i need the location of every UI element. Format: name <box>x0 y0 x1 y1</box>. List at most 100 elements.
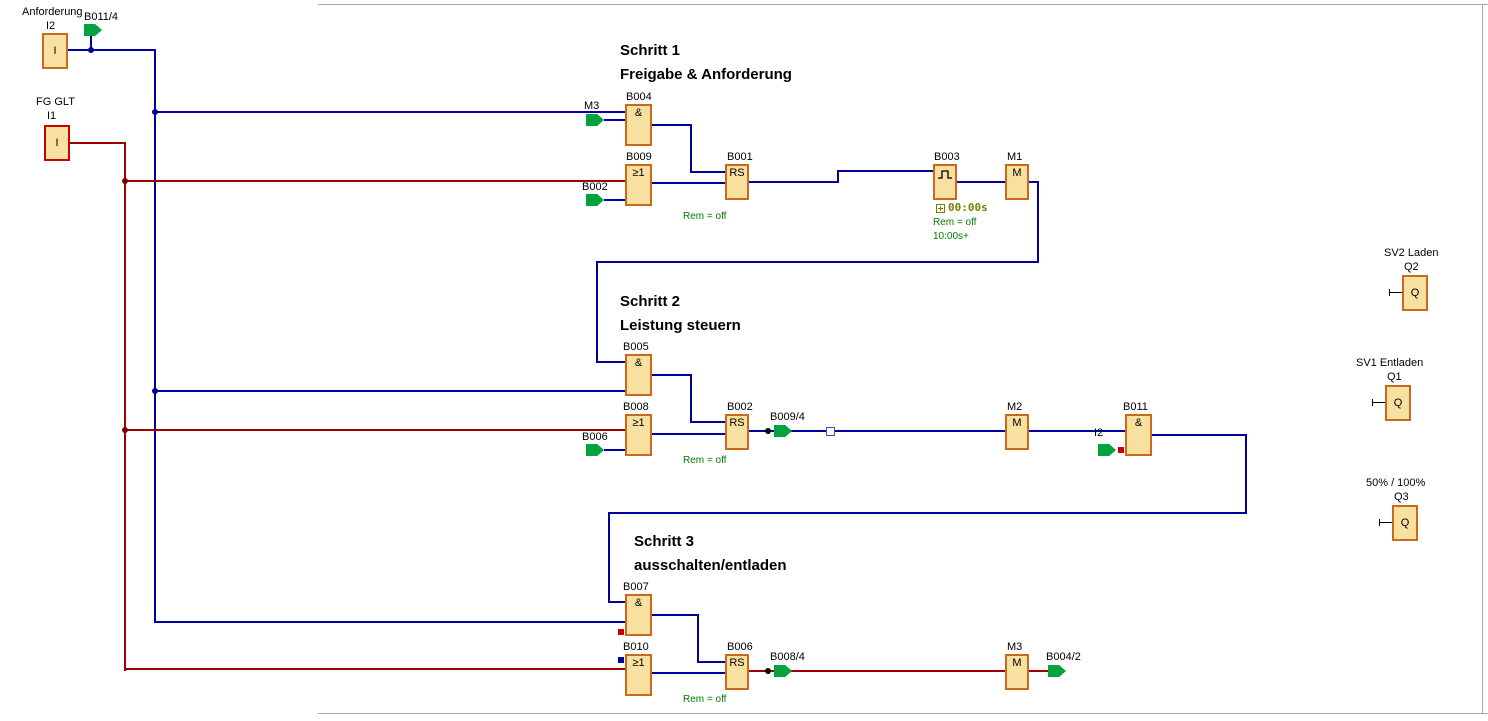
block-b006-rs[interactable]: RS <box>725 654 749 690</box>
block-b010-or[interactable]: ≥1 <box>625 654 652 696</box>
wire-b011-fb-5[interactable] <box>608 601 625 603</box>
block-b003-timer[interactable] <box>933 164 957 200</box>
wire-i1-bus[interactable] <box>124 142 126 671</box>
wire-b004-b001-2[interactable] <box>690 124 692 173</box>
block-b005-and[interactable]: & <box>625 354 652 396</box>
wire-b004-b001-1[interactable] <box>652 124 692 126</box>
rs-symbol: RS <box>729 167 745 179</box>
connector-arrow-i2[interactable] <box>1098 444 1116 456</box>
block-input-i2[interactable]: I <box>42 33 68 69</box>
wire-b001-b003-3[interactable] <box>837 170 933 172</box>
wire-b006-m3[interactable] <box>749 670 1005 672</box>
connector-label: B008/4 <box>770 651 805 663</box>
connector-label: M3 <box>584 100 600 112</box>
connector-arrow-m3[interactable] <box>586 114 604 126</box>
wire-conn-m3-stub[interactable] <box>604 119 625 121</box>
wire-m1-fb-1[interactable] <box>1029 181 1039 183</box>
block-b002-rs[interactable]: RS <box>725 414 749 450</box>
q2-pin-tick <box>1389 289 1390 296</box>
block-m3-flag[interactable]: M <box>1005 654 1029 690</box>
comment-subtitle-s1[interactable]: Freigabe & Anforderung <box>620 66 792 83</box>
wire-b007-b006-2[interactable] <box>697 614 699 663</box>
wire-i1-out[interactable] <box>70 142 126 144</box>
wire-b005-b002-3[interactable] <box>690 421 725 423</box>
junction-dot <box>122 427 128 433</box>
comment-subtitle-s3[interactable]: ausschalten/entladen <box>634 557 787 574</box>
block-output-q1[interactable]: Q <box>1385 385 1411 421</box>
wire-conn-b002-stub[interactable] <box>604 199 625 201</box>
connector-arrow-b006[interactable] <box>586 444 604 456</box>
wire-b004-b001-3[interactable] <box>690 171 725 173</box>
junction-dot <box>88 47 94 53</box>
block-b001-rs[interactable]: RS <box>725 164 749 200</box>
wire-b003-m1[interactable] <box>957 181 1005 183</box>
wire-b005-b002-2[interactable] <box>690 374 692 423</box>
wire-handle[interactable] <box>826 427 835 436</box>
block-b011-and[interactable]: & <box>1125 414 1152 456</box>
block-b008-or[interactable]: ≥1 <box>625 414 652 456</box>
wire-i2-to-b004[interactable] <box>154 111 625 113</box>
block-label: M3 <box>1007 641 1023 653</box>
wire-m1-fb-4[interactable] <box>596 261 598 363</box>
wire-m1-fb-2[interactable] <box>1037 181 1039 263</box>
wire-b001-b003-2[interactable] <box>837 170 839 183</box>
block-label: B002 <box>727 401 753 413</box>
block-b007-and[interactable]: & <box>625 594 652 636</box>
wire-m2-b011[interactable] <box>1029 430 1125 432</box>
output-name: SV2 Laden <box>1384 247 1439 259</box>
block-output-q3[interactable]: Q <box>1392 505 1418 541</box>
wire-conn-b006-stub[interactable] <box>604 449 625 451</box>
wire-m1-fb-3[interactable] <box>596 261 1039 263</box>
connector-label: I2 <box>1094 427 1104 439</box>
input-name: FG GLT <box>36 96 75 108</box>
connector-arrow-b004-2[interactable] <box>1048 665 1066 677</box>
page-boundary-top <box>318 4 1488 5</box>
block-output-q2[interactable]: Q <box>1402 275 1428 311</box>
wire-i1-to-b010[interactable] <box>124 668 625 670</box>
wire-b008-b002[interactable] <box>652 433 725 435</box>
block-b004-and[interactable]: & <box>625 104 652 146</box>
wire-i2-to-b007[interactable] <box>154 621 625 623</box>
block-label: B006 <box>727 641 753 653</box>
wire-m3-out[interactable] <box>1029 670 1048 672</box>
pin-marker-b011 <box>1118 447 1124 453</box>
wire-b011-fb-2[interactable] <box>1245 434 1247 514</box>
wire-b001-b003-1[interactable] <box>749 181 839 183</box>
wire-b011-fb-4[interactable] <box>608 512 610 603</box>
wire-i1-to-b009[interactable] <box>124 180 625 182</box>
comment-title-s3[interactable]: Schritt 3 <box>634 533 695 550</box>
wire-b009-b001[interactable] <box>652 182 725 184</box>
wire-b011-fb-1[interactable] <box>1152 434 1247 436</box>
block-m1-flag[interactable]: M <box>1005 164 1029 200</box>
wire-i2-to-b005[interactable] <box>154 390 625 392</box>
block-label: B007 <box>623 581 649 593</box>
expand-icon[interactable] <box>936 204 945 213</box>
wire-b005-b002-1[interactable] <box>652 374 692 376</box>
comment-title-s2[interactable]: Schritt 2 <box>620 293 681 310</box>
wire-b007-b006-3[interactable] <box>697 661 725 663</box>
block-input-i1[interactable]: I <box>44 125 70 161</box>
wire-b011-fb-3[interactable] <box>608 512 1247 514</box>
wire-b002-m2[interactable] <box>749 430 1005 432</box>
block-m2-flag[interactable]: M <box>1005 414 1029 450</box>
output-id: Q3 <box>1394 491 1409 503</box>
rs-symbol: RS <box>729 417 745 429</box>
comment-subtitle-s2[interactable]: Leistung steuern <box>620 317 741 334</box>
wire-b007-b006-1[interactable] <box>652 614 699 616</box>
connector-arrow-b008-4[interactable] <box>774 665 792 677</box>
connector-arrow-b009-4[interactable] <box>774 425 792 437</box>
wire-i2-bus[interactable] <box>154 49 156 622</box>
wire-i2-out[interactable] <box>68 49 156 51</box>
connector-arrow-b011-4[interactable] <box>84 24 102 36</box>
connector-arrow-b002[interactable] <box>586 194 604 206</box>
timer-param-text: 10:00s+ <box>933 231 969 242</box>
pulse-icon <box>938 170 952 179</box>
wire-i1-to-b008[interactable] <box>124 429 625 431</box>
comment-title-s1[interactable]: Schritt 1 <box>620 42 681 59</box>
connector-label: B004/2 <box>1046 651 1081 663</box>
wire-conn-b011-4-link[interactable] <box>90 36 92 50</box>
block-b009-or[interactable]: ≥1 <box>625 164 652 206</box>
wire-m1-fb-5[interactable] <box>596 361 625 363</box>
wire-b010-b006[interactable] <box>652 672 725 674</box>
